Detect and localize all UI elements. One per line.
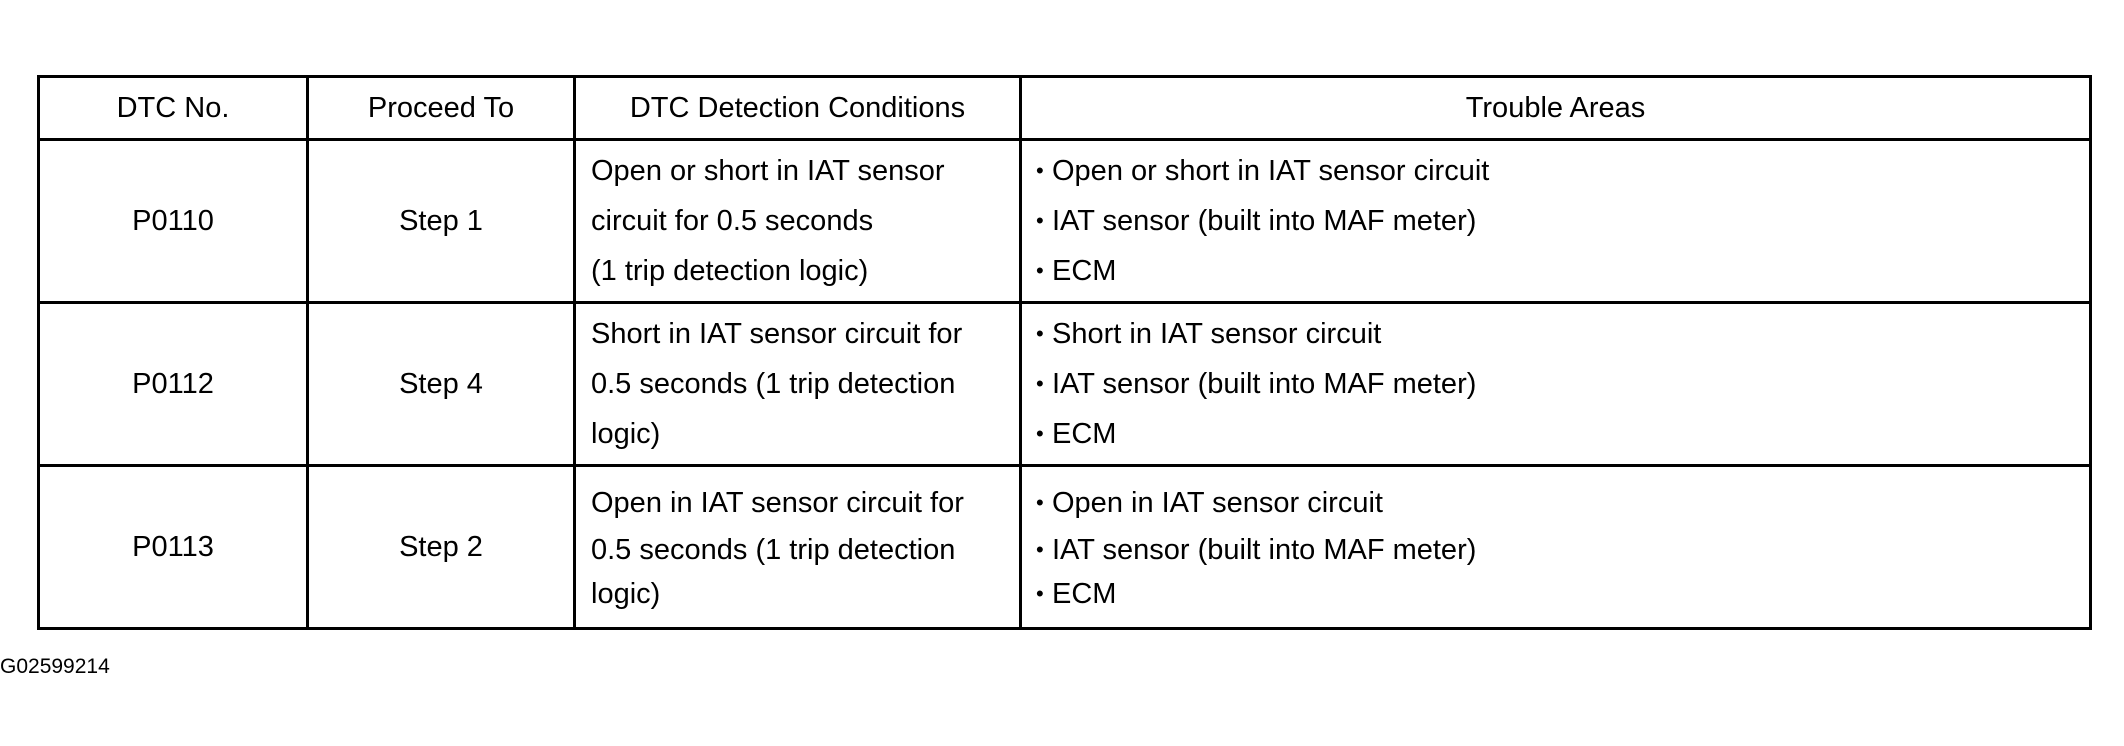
header-trouble-areas: Trouble Areas: [1019, 75, 2092, 141]
condition-line: logic): [591, 418, 661, 450]
trouble-area-text: IAT sensor (built into MAF meter): [1052, 205, 1477, 237]
trouble-area-text: IAT sensor (built into MAF meter): [1052, 368, 1477, 400]
trouble-area-text: ECM: [1052, 418, 1117, 450]
bullet-icon: •: [1036, 421, 1044, 446]
detection-conditions: Open or short in IAT sensor circuit for …: [573, 138, 1022, 304]
proceed-step: Step 1: [306, 138, 576, 304]
table-header-row: DTC No. Proceed To DTC Detection Conditi…: [37, 75, 2092, 141]
condition-line: Open in IAT sensor circuit for: [591, 487, 964, 519]
trouble-area-item: • IAT sensor (built into MAF meter): [1036, 196, 2089, 246]
bullet-icon: •: [1036, 537, 1044, 562]
trouble-area-item: • Short in IAT sensor circuit: [1036, 309, 2089, 359]
trouble-areas: • Open or short in IAT sensor circuit • IA…: [1019, 138, 2092, 304]
dtc-table: DTC No. Proceed To DTC Detection Conditi…: [37, 75, 2092, 630]
header-proceed-to: Proceed To: [306, 75, 576, 141]
trouble-area-item: • Open or short in IAT sensor circuit: [1036, 146, 2089, 196]
trouble-area-item: • ECM: [1036, 246, 2089, 296]
bullet-icon: •: [1036, 158, 1044, 183]
trouble-area-text: Open in IAT sensor circuit: [1052, 487, 1383, 519]
condition-line: 0.5 seconds (1 trip detection: [591, 534, 956, 566]
bullet-icon: •: [1036, 581, 1044, 606]
dtc-code: P0113: [37, 464, 309, 630]
figure-id: G02599214: [0, 655, 110, 678]
trouble-area-item: • ECM: [1036, 409, 2089, 459]
header-detection-conditions: DTC Detection Conditions: [573, 75, 1022, 141]
bullet-icon: •: [1036, 208, 1044, 233]
header-dtc-no: DTC No.: [37, 75, 309, 141]
trouble-area-item: • Open in IAT sensor circuit: [1036, 478, 2089, 528]
trouble-area-item: • IAT sensor (built into MAF meter): [1036, 359, 2089, 409]
proceed-step: Step 2: [306, 464, 576, 630]
trouble-area-item: • ECM: [1036, 572, 2089, 616]
condition-line: circuit for 0.5 seconds: [591, 205, 874, 237]
trouble-areas: • Short in IAT sensor circuit • IAT sensor…: [1019, 301, 2092, 467]
trouble-areas: • Open in IAT sensor circuit • IAT sensor …: [1019, 464, 2092, 630]
condition-line: Open or short in IAT sensor: [591, 155, 945, 187]
trouble-area-text: Open or short in IAT sensor circuit: [1052, 155, 1490, 187]
dtc-code: P0110: [37, 138, 309, 304]
bullet-icon: •: [1036, 258, 1044, 283]
condition-line: (1 trip detection logic): [591, 255, 869, 287]
table-row: P0110 Step 1 Open or short in IAT sensor…: [37, 138, 2092, 304]
bullet-icon: •: [1036, 371, 1044, 396]
trouble-area-item: • IAT sensor (built into MAF meter): [1036, 528, 2089, 572]
table-row: P0113 Step 2 Open in IAT sensor circuit …: [37, 464, 2092, 630]
condition-line: 0.5 seconds (1 trip detection: [591, 368, 956, 400]
bullet-icon: •: [1036, 321, 1044, 346]
detection-conditions: Open in IAT sensor circuit for 0.5 secon…: [573, 464, 1022, 630]
detection-conditions: Short in IAT sensor circuit for 0.5 seco…: [573, 301, 1022, 467]
trouble-area-text: Short in IAT sensor circuit: [1052, 318, 1382, 350]
trouble-area-text: ECM: [1052, 578, 1117, 610]
dtc-code: P0112: [37, 301, 309, 467]
bullet-icon: •: [1036, 490, 1044, 515]
table-row: P0112 Step 4 Short in IAT sensor circuit…: [37, 301, 2092, 467]
trouble-area-text: IAT sensor (built into MAF meter): [1052, 534, 1477, 566]
condition-line: logic): [591, 578, 661, 610]
condition-line: Short in IAT sensor circuit for: [591, 318, 963, 350]
proceed-step: Step 4: [306, 301, 576, 467]
trouble-area-text: ECM: [1052, 255, 1117, 287]
